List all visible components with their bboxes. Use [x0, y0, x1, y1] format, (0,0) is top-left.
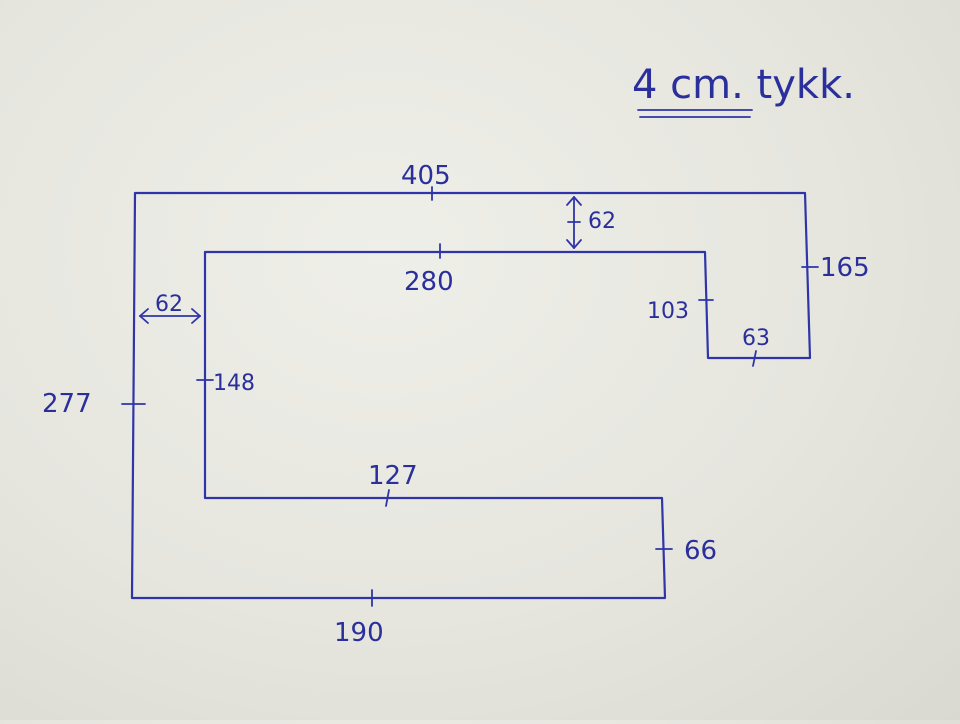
dim-right-inner: 103 [647, 299, 689, 324]
outer-edge [130, 191, 812, 600]
dim-inner-top: 280 [404, 267, 454, 297]
thickness-note: 4 cm. tykk. [632, 62, 855, 118]
dimension-labels: 405 280 62 165 103 63 62 277 148 127 66 … [42, 161, 870, 648]
dim-bottom-inner: 127 [368, 461, 418, 491]
dim-top-outer: 405 [401, 161, 451, 191]
dim-top-depth: 62 [588, 209, 616, 234]
dim-left-inner: 148 [213, 371, 255, 396]
dim-right-outer: 165 [820, 253, 870, 283]
countertop-outline [130, 191, 812, 600]
dim-bottom-right: 66 [684, 536, 717, 566]
dim-bottom-outer: 190 [334, 618, 384, 648]
dim-right-bottom: 63 [742, 326, 770, 351]
dim-left-outer: 277 [42, 389, 92, 419]
dimension-marks [121, 186, 819, 607]
dim-left-depth: 62 [155, 292, 183, 317]
thickness-text: 4 cm. tykk. [632, 62, 855, 108]
